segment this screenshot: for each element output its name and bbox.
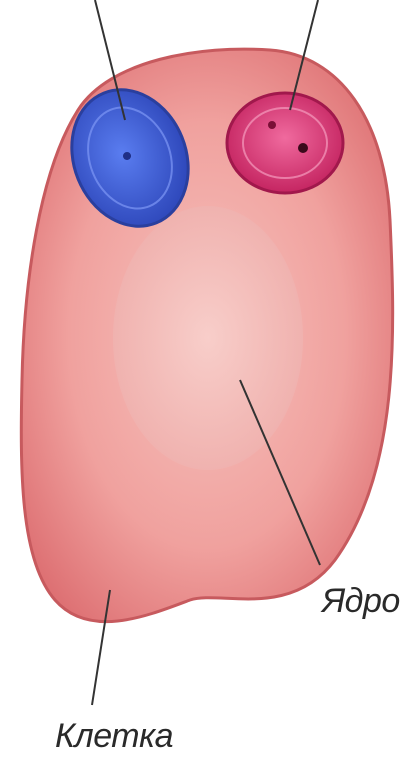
magenta-button-shape [227,93,343,193]
nucleus [113,206,303,470]
cell-label: Клетка [55,717,173,756]
nucleus-label: Ядро [322,582,400,621]
